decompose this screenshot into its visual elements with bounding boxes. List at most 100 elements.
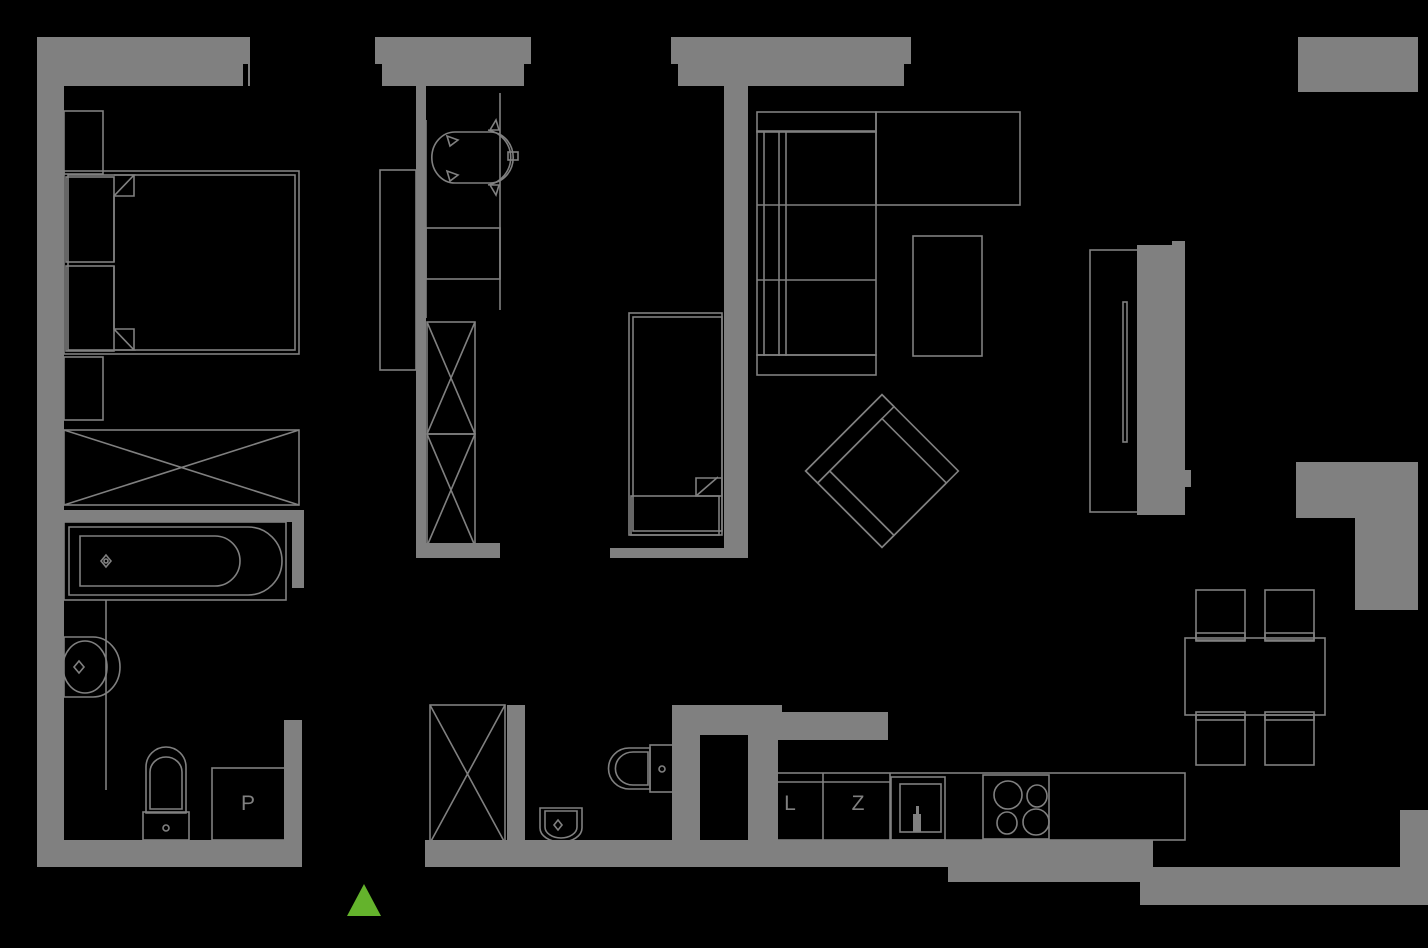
sofa-body [756, 130, 877, 356]
single-bed-pillow [630, 495, 720, 536]
sofa-backrest-bottom [756, 354, 877, 376]
desk-chair-arm-ur [488, 118, 501, 131]
wall-top-right-detached [1298, 37, 1418, 92]
toilet-bathroom-cistern [142, 811, 190, 841]
wc-basin-drain [552, 818, 564, 832]
entry-wardrobe-x [429, 704, 506, 844]
tv-wall-unit [1089, 249, 1139, 513]
washbasin-outer [63, 636, 121, 698]
wall-study-left [416, 60, 426, 550]
middle-room-furniture [628, 312, 723, 536]
wall-study-top-b [382, 37, 524, 86]
washing-machine [211, 767, 301, 841]
wall-entry-wardrobe-sill [425, 840, 505, 854]
wall-left-outer [37, 37, 64, 867]
dining-chair-2 [1264, 589, 1315, 641]
label-washing-machine: P [241, 792, 255, 815]
wall-top-left-b [37, 37, 243, 86]
bedroom-wardrobe [63, 429, 300, 506]
wall-wc-left [507, 705, 525, 845]
bathtub-outer [63, 521, 287, 601]
sofa-chaise [875, 111, 1021, 206]
dining-chair-4 [1264, 714, 1315, 766]
dining-chair-2-back [1264, 632, 1315, 642]
wall-kitchen-bottom-b [948, 840, 1153, 882]
desk [425, 227, 501, 280]
kitchen-sink-outer [890, 776, 946, 841]
desk-chair [431, 118, 519, 197]
toilet-bathroom-seat [149, 756, 183, 810]
bed-duvet-bottom-edge [114, 328, 135, 350]
bed-pillow-lower [65, 265, 115, 352]
entry-wardrobe [429, 704, 506, 844]
study-furniture [379, 93, 519, 547]
wall-bathroom-right-lower [284, 720, 302, 845]
cooktop-burner-3 [996, 811, 1018, 835]
bed-duvet-corner-bottom [113, 266, 136, 351]
washbasin-drain [72, 659, 86, 675]
bathroom-fixtures [62, 521, 301, 841]
wall-entry-sill-2 [416, 548, 500, 558]
cooktop [982, 774, 1050, 840]
wall-right-bottom-b [1340, 818, 1428, 897]
toilet-wc-bowl [607, 747, 651, 790]
dining-furniture [1184, 589, 1326, 766]
bed-duvet-corner-top [113, 174, 136, 262]
wc-basin-bowl [544, 810, 578, 839]
plan-labels: P L Z [241, 792, 865, 815]
armchair-backrest [804, 393, 896, 485]
wall-bathroom-jamb [294, 545, 302, 553]
wall-bathroom-top [64, 510, 304, 522]
desk-chair-arm-ll [445, 169, 460, 183]
armchair-seat [828, 417, 948, 537]
kitchen-counter [757, 772, 1186, 841]
toilet-wc-button [658, 765, 666, 773]
entrance-arrow-icon [347, 884, 381, 916]
double-bed-frame [63, 170, 300, 355]
bedroom-wardrobe-x [63, 429, 300, 506]
toilet-bathroom-button [162, 824, 170, 832]
wall-middle-right [724, 60, 748, 558]
dining-table [1184, 637, 1326, 716]
nightstand-upper [63, 110, 104, 175]
hall-wardrobe-upper-x [426, 321, 476, 435]
cooktop-burner-4 [1022, 808, 1050, 836]
desk-chair-seat [431, 131, 514, 184]
hall-wardrobe-lower-x [426, 433, 476, 547]
wall-right-upper [1296, 462, 1418, 610]
wall-middle-bottom-sill [610, 548, 748, 558]
coffee-table [912, 235, 983, 357]
desk-chair-back [487, 129, 512, 186]
bedroom-furniture [63, 110, 300, 506]
kitchen-faucet-base [913, 814, 921, 832]
wall-wc-top-bar [672, 705, 782, 735]
bathtub-drain-hole [103, 558, 109, 564]
single-bed-frame [628, 312, 723, 536]
toilet-bathroom-bowl [145, 746, 187, 814]
single-bed-duvet-fold [695, 477, 723, 497]
cooktop-burner-2 [1026, 784, 1048, 808]
sofa-backrest-top [756, 111, 877, 133]
single-bed-mattress [632, 316, 723, 532]
cooktop-burner-1 [993, 780, 1023, 810]
dining-chair-3 [1195, 714, 1246, 766]
wall-right-lower [1400, 505, 1418, 610]
bathtub-drain [99, 553, 113, 569]
label-dishwasher: Z [852, 792, 865, 815]
toilet-wc-seat [614, 751, 649, 786]
bed-duvet-top-edge [114, 175, 135, 197]
desk-chair-arm-lr [488, 184, 501, 197]
label-fridge: L [784, 792, 796, 815]
wall-wc-top [507, 705, 515, 713]
single-bed-duvet-diag [695, 476, 719, 497]
dining-chair-1-back [1195, 632, 1246, 642]
desk-chair-headrest [507, 151, 519, 161]
hall-wardrobe-lower [426, 433, 476, 547]
bathtub-basin [79, 535, 241, 587]
walls [37, 37, 1428, 905]
nightstand-lower [63, 356, 104, 421]
wall-bottom-left [37, 840, 302, 867]
dining-chair-1 [1195, 589, 1246, 641]
